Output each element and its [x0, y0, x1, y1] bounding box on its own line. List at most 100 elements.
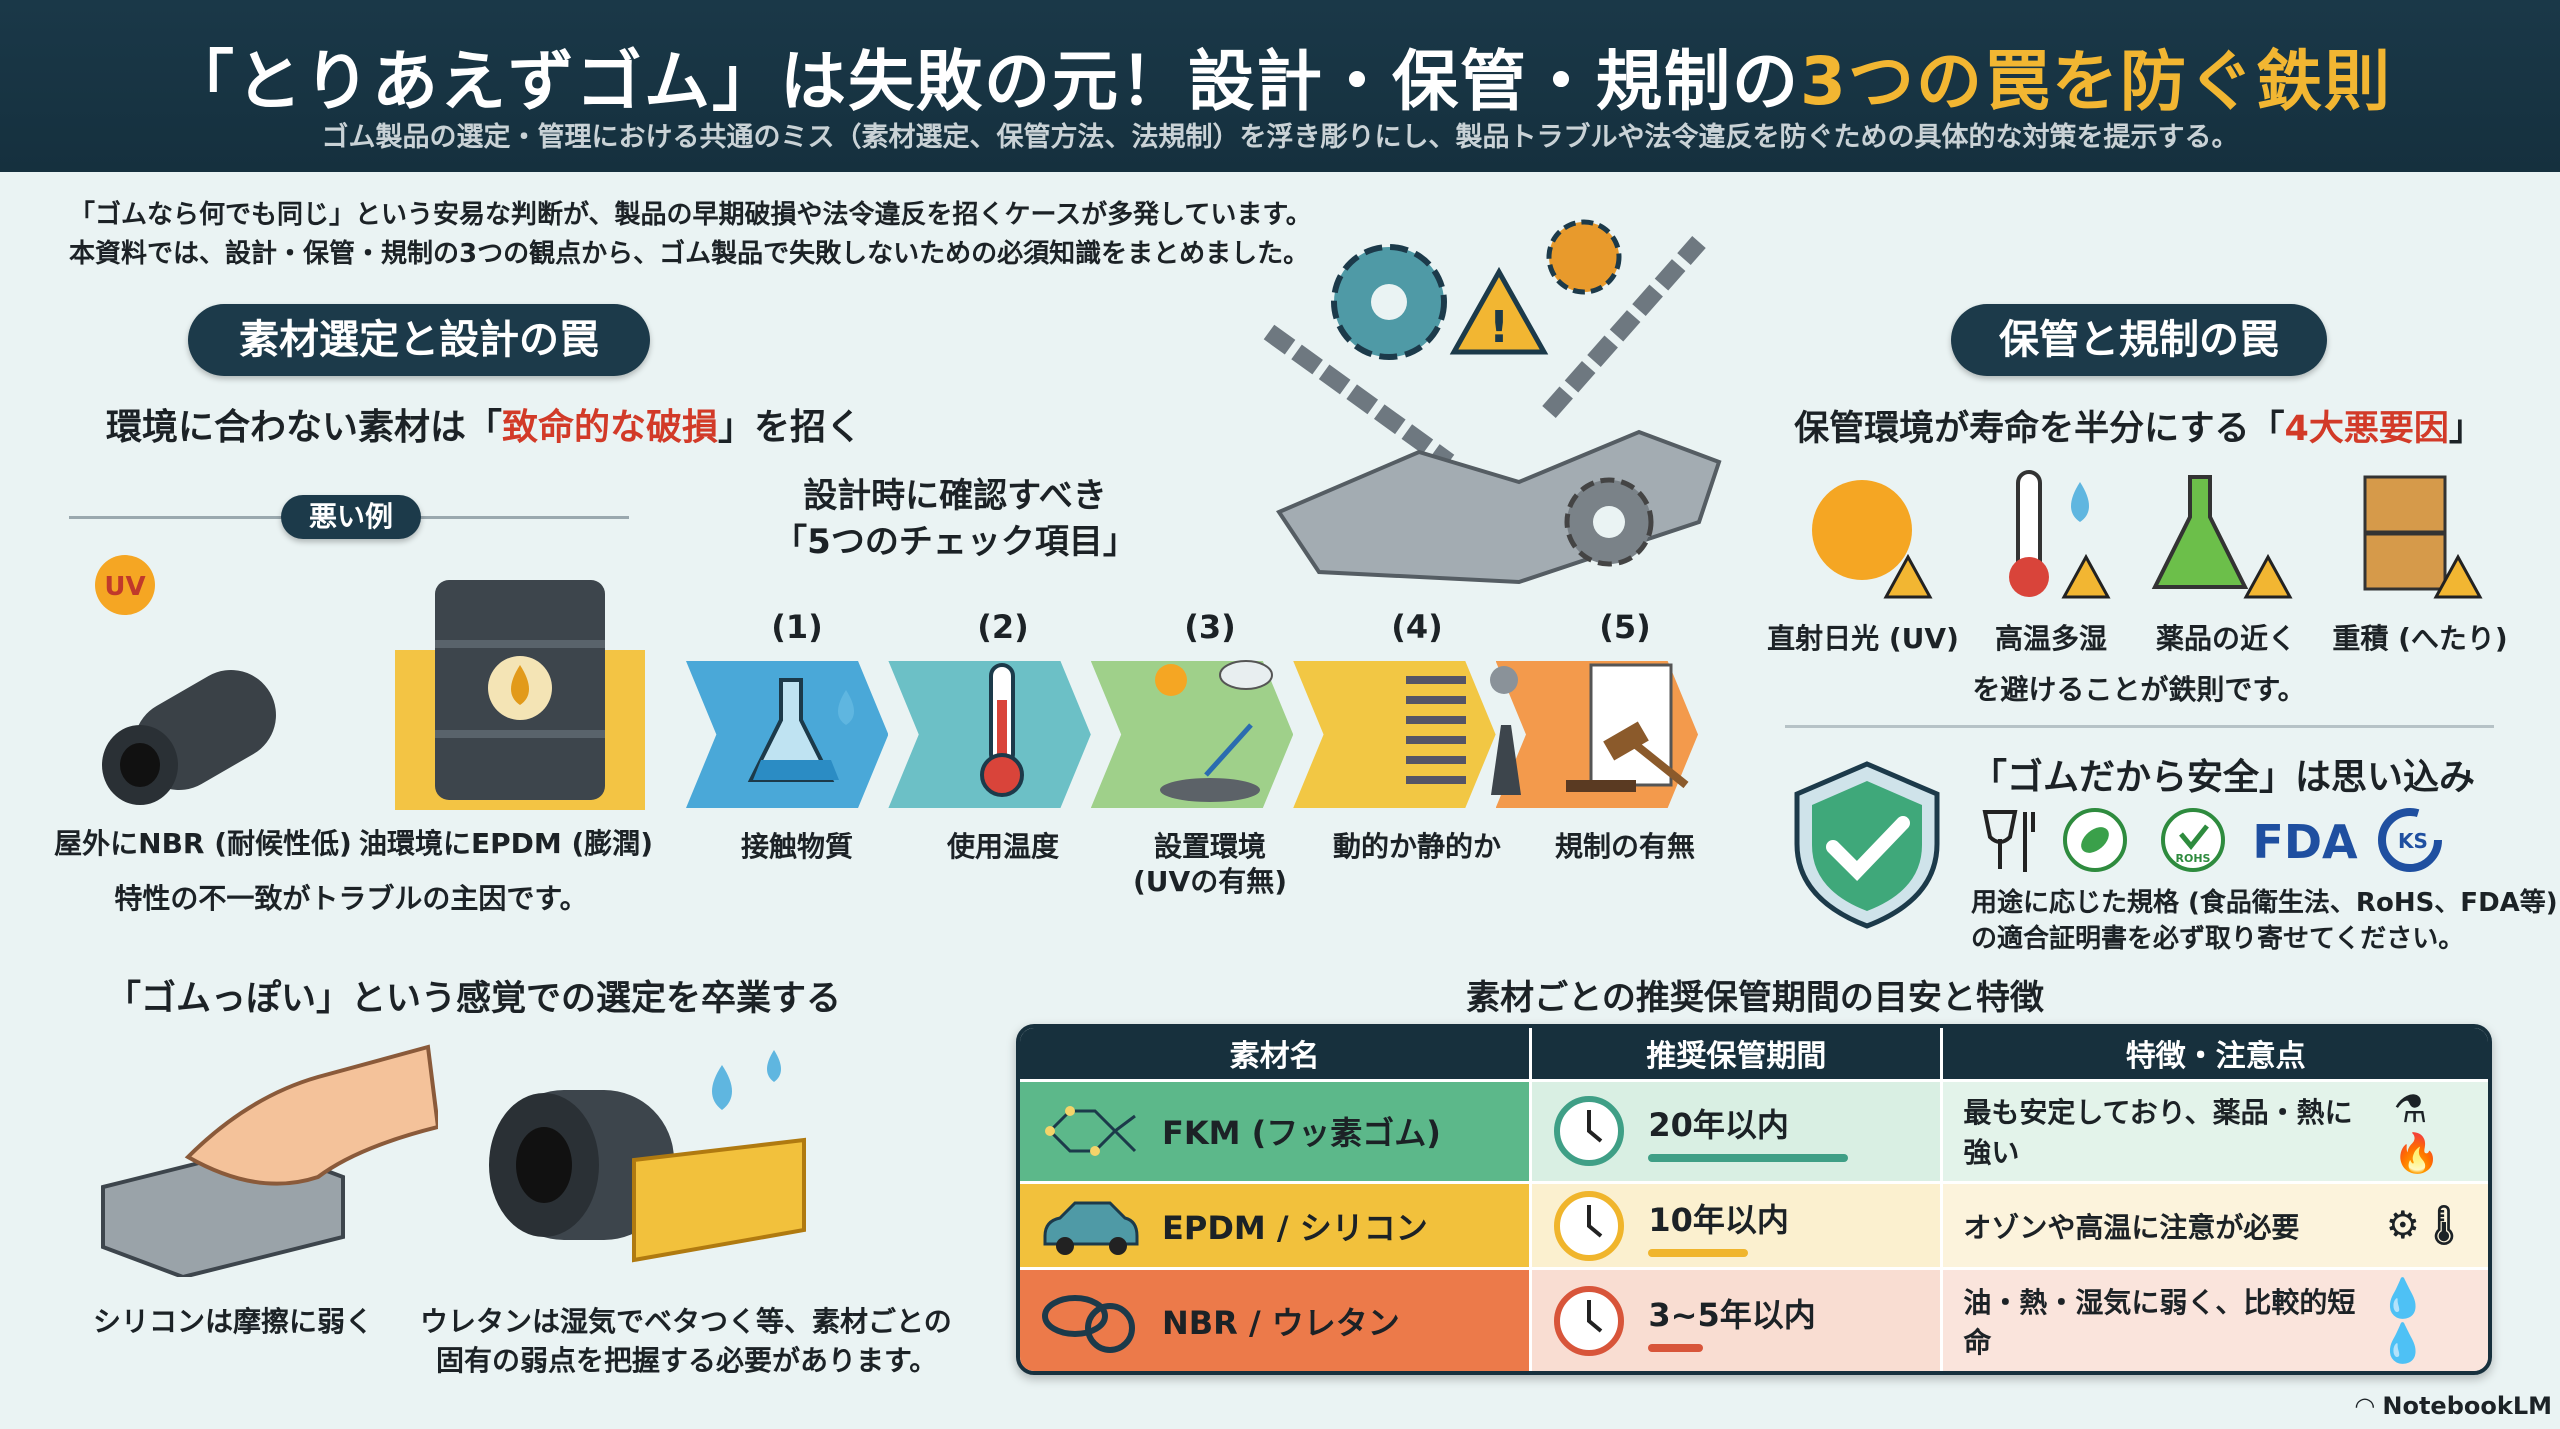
check-num-4: (4) — [1391, 608, 1443, 646]
check-num-1: (1) — [771, 608, 823, 646]
sun-warning-icon — [1812, 480, 1933, 599]
flask-flame-icon: ⚗🔥 — [2393, 1086, 2441, 1175]
gear-icon — [1546, 219, 1622, 295]
check-icons — [747, 660, 1689, 802]
gavel-document-icon — [1566, 663, 1689, 792]
chemical-flask-warning-icon — [2151, 475, 2293, 599]
oil-drum-illustration — [395, 580, 645, 810]
table-row: NBR / ウレタン 3~5年以内 油・熱・湿気に弱く、比較的短命 💧💧 — [1020, 1267, 2488, 1371]
hand-icon — [184, 1044, 438, 1186]
svg-text:KS: KS — [2398, 829, 2428, 853]
rohs-logo: ROHS — [2161, 808, 2225, 872]
design-trap-pill: 素材選定と設計の罠 — [188, 304, 650, 376]
material-name: FKM (フッ素ゴム) — [1162, 1114, 1441, 1153]
sun-weather-icon — [1155, 660, 1273, 802]
thermometer-drop-warning-icon — [2009, 470, 2111, 599]
table-header-row: 素材名 推奨保管期間 特徴・注意点 — [1020, 1028, 2488, 1080]
storage-note: を避けることが鉄則です。 — [1972, 673, 2306, 706]
material-note: 最も安定しており、薬品・熱に強い — [1963, 1096, 2353, 1170]
design-note: 特性の不一致がトラブルの主因です。 — [114, 882, 588, 915]
clock-icon — [1554, 1096, 1625, 1167]
check-label-2: 使用温度 — [946, 830, 1060, 863]
material-note: オゾンや高温に注意が必要 — [1963, 1210, 2300, 1244]
regulation-heading: 「ゴムだから安全」は思い込み — [1971, 757, 2476, 798]
col-header-notes: 特徴・注意点 — [1941, 1028, 2488, 1080]
storage-period: 3~5年以内 — [1648, 1295, 1816, 1334]
storage-trap-pill: 保管と規制の罠 — [1951, 304, 2327, 376]
period-bar — [1648, 1154, 1849, 1163]
factor-label-2: 高温多湿 — [1994, 622, 2108, 655]
svg-text:ROHS: ROHS — [2176, 852, 2211, 865]
storage-period: 20年以内 — [1648, 1106, 1789, 1145]
storage-factor-icons — [1812, 470, 2483, 599]
feel-heading: 「ゴムっぽい」という感覚での選定を卒業する — [106, 979, 842, 1019]
material-note: 油・熱・湿気に弱く、比較的短命 — [1963, 1285, 2356, 1359]
checks-title-2: 「5つのチェック項目」 — [773, 522, 1137, 562]
cracked-concrete-icon — [1276, 429, 1722, 585]
bad-example-pill: 悪い例 — [281, 495, 421, 539]
material-name: EPDM / シリコン — [1162, 1208, 1428, 1247]
intro-line-2: 本資料では、設計・保管・規制の3つの観点から、ゴム製品で失敗しないための必須知識… — [69, 239, 1310, 269]
check-label-5: 規制の有無 — [1554, 830, 1696, 863]
chain-icon — [1263, 236, 1706, 470]
material-name: NBR / ウレタン — [1162, 1303, 1400, 1342]
period-bar — [1648, 1343, 1704, 1352]
storage-period-table: 素材名 推奨保管期間 特徴・注意点 FKM (フッ素ゴム) 20年以内 最も安定… — [1016, 1024, 2492, 1375]
bad-example-label-1: 屋外にNBR (耐候性低) — [54, 827, 352, 860]
divider — [1785, 725, 2494, 728]
table-row: EPDM / シリコン 10年以内 オゾンや高温に注意が必要⚙🌡 — [1020, 1181, 2488, 1269]
o-ring-icon — [1042, 1294, 1135, 1353]
molecule-icon — [1045, 1106, 1137, 1157]
svg-text:!: ! — [1489, 302, 1509, 353]
factor-label-3: 薬品の近く — [2155, 622, 2297, 655]
food-safe-icon — [1982, 810, 2035, 872]
sun-icon: UV — [95, 555, 155, 615]
broken-chain-gears-illustration: ! — [1263, 219, 1722, 585]
intro-line-1: 「ゴムなら何でも同じ」という安易な判断が、製品の早期破損や法令違反を招くケースが… — [69, 200, 1312, 230]
clock-icon — [1554, 1190, 1625, 1261]
clock-icon — [1554, 1285, 1625, 1356]
certification-logos: ROHS FDA KS — [1982, 808, 2442, 872]
oil-drop-icon — [511, 665, 529, 705]
checks-title-1: 設計時に確認すべき — [803, 476, 1107, 516]
check-num-5: (5) — [1599, 608, 1651, 646]
col-header-material: 素材名 — [1020, 1028, 1533, 1080]
car-icon — [1043, 1201, 1139, 1255]
hand-rubbing-block-illustration — [101, 1044, 438, 1277]
thermometer-icon — [980, 663, 1024, 797]
table-row: FKM (フッ素ゴム) 20年以内 最も安定しており、薬品・熱に強い ⚗🔥 — [1020, 1078, 2488, 1183]
col-header-period: 推奨保管期間 — [1530, 1028, 1944, 1080]
water-drop-icon — [712, 1050, 781, 1110]
design-heading: 環境に合わない素材は「致命的な破損」を招く — [106, 407, 863, 448]
fda-logo: FDA — [2252, 815, 2358, 869]
stacked-boxes-warning-icon — [2363, 475, 2483, 599]
check-label-1: 接触物質 — [740, 830, 854, 863]
feel-caption-2b: 固有の弱点を把握する必要があります。 — [436, 1344, 938, 1377]
page-title: 「とりあえずゴム」は失敗の元！設計・保管・規制の3つの罠を防ぐ鉄則 — [168, 43, 2392, 120]
svg-text:UV: UV — [104, 572, 145, 602]
eco-leaf-logo — [2063, 808, 2127, 872]
regulation-line-2: の適合証明書を必ず取り寄せてください。 — [1971, 924, 2465, 954]
ozone-thermometer-icon: ⚙🌡 — [2385, 1203, 2468, 1248]
bad-example-label-2: 油環境にEPDM (膨潤) — [358, 827, 654, 860]
page-subtitle: ゴム製品の選定・管理における共通のミス（素材選定、保管方法、法規制）を浮き彫りに… — [321, 122, 2239, 153]
flask-icon — [747, 678, 854, 782]
notebooklm-brand: ◠ NotebookLM — [2355, 1392, 2552, 1420]
uv-cracked-hose-illustration: UV — [95, 555, 276, 805]
gear-icon — [1564, 477, 1654, 567]
warning-icon: ! — [1449, 266, 1549, 355]
period-bar — [1648, 1248, 1749, 1257]
gear-icon — [1331, 244, 1447, 360]
check-label-4: 動的か静的か — [1332, 830, 1502, 863]
check-num-2: (2) — [977, 608, 1029, 646]
urethane-melting-illustration — [489, 1050, 806, 1263]
shield-check-icon — [1794, 761, 1940, 929]
check-num-3: (3) — [1184, 608, 1236, 646]
check-label-3-sub: (UVの有無) — [1132, 865, 1288, 898]
spring-icon — [1406, 666, 1521, 795]
feel-caption-2a: ウレタンは湿気でベタつく等、素材ごとの — [420, 1305, 952, 1338]
regulation-line-1: 用途に応じた規格 (食品衛生法、RoHS、FDA等) — [1971, 888, 2558, 918]
oil-water-drop-icon: 💧💧 — [2379, 1275, 2427, 1365]
ks-logo: KS — [2378, 808, 2442, 872]
cracked-hose-icon — [102, 670, 276, 805]
